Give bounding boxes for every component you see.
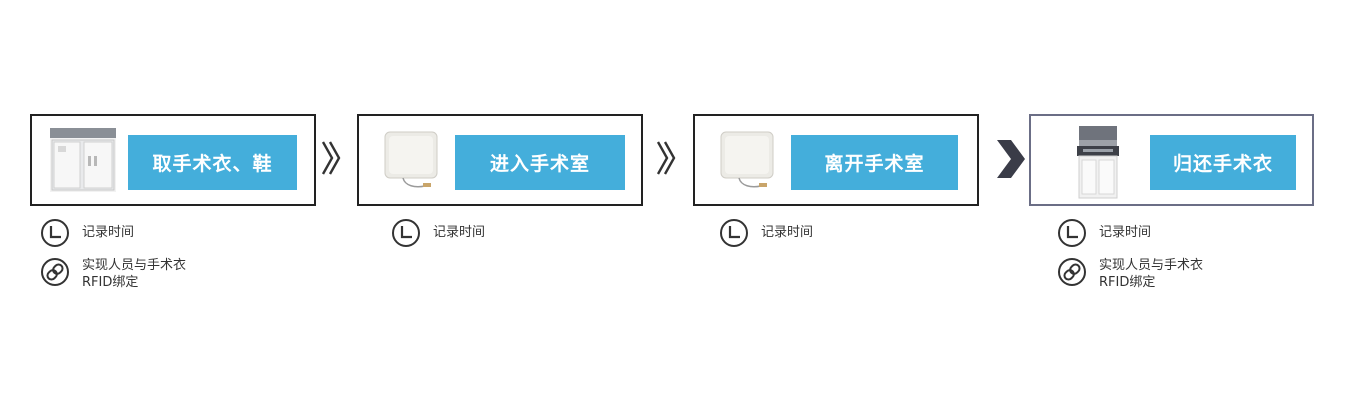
step-4-box: 归还手术衣 — [1029, 114, 1314, 206]
clock-icon — [720, 219, 748, 247]
double-chevron-right-icon — [656, 141, 676, 175]
clock-icon — [41, 219, 69, 247]
step-3-box: 离开手术室 — [693, 114, 979, 206]
step-3-label: 离开手术室 — [791, 135, 958, 190]
step-4-binding-note: 实现人员与手术衣 RFID绑定 — [1057, 257, 1203, 291]
clock-icon — [1058, 219, 1086, 247]
rfid-reader-antenna-image — [720, 131, 774, 188]
record-time-text: 记录时间 — [761, 225, 814, 240]
step-2-record-time-note: 记录时间 — [391, 218, 485, 248]
gown-dispenser-cabinet-image — [50, 128, 116, 192]
binding-text: 实现人员与手术衣 RFID绑定 — [1099, 257, 1203, 291]
step-3-record-time-note: 记录时间 — [719, 218, 813, 248]
step-1-record-time-note: 记录时间 — [40, 218, 134, 248]
step-2-label: 进入手术室 — [455, 135, 625, 190]
step-1-binding-note: 实现人员与手术衣 RFID绑定 — [40, 257, 186, 291]
gown-return-cabinet-image — [1077, 126, 1119, 199]
step-1-box: 取手术衣、鞋 — [30, 114, 316, 206]
binding-text-line-2: RFID绑定 — [1099, 275, 1156, 290]
link-icon — [41, 258, 69, 286]
double-chevron-right-icon — [321, 141, 341, 175]
record-time-text: 记录时间 — [82, 225, 135, 240]
step-1-label: 取手术衣、鞋 — [128, 135, 297, 190]
clock-icon — [392, 219, 420, 247]
step-4-label: 归还手术衣 — [1150, 135, 1296, 190]
bold-chevron-right-icon — [997, 140, 1025, 178]
record-time-text: 记录时间 — [1099, 225, 1152, 240]
binding-text-line-1: 实现人员与手术衣 — [82, 258, 187, 273]
link-icon — [1058, 258, 1086, 286]
step-4-record-time-note: 记录时间 — [1057, 218, 1151, 248]
binding-text-line-2: RFID绑定 — [82, 275, 139, 290]
record-time-text: 记录时间 — [433, 225, 486, 240]
binding-text-line-1: 实现人员与手术衣 — [1099, 258, 1204, 273]
step-2-box: 进入手术室 — [357, 114, 643, 206]
rfid-reader-antenna-image — [384, 131, 438, 188]
binding-text: 实现人员与手术衣 RFID绑定 — [82, 257, 186, 291]
